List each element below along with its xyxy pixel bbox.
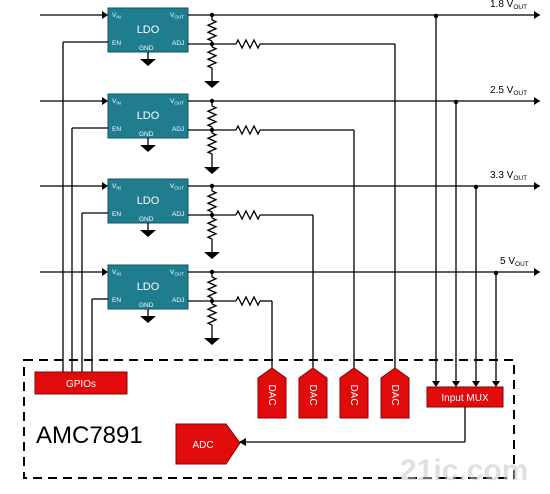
dac-label: DAC bbox=[307, 384, 318, 405]
vout-pin-label: VOUT bbox=[170, 98, 184, 106]
vin-pin-label: VIN bbox=[112, 98, 121, 106]
output-labels: 1.8 VOUT 2.5 VOUT 3.3 VOUT 5 VOUT bbox=[490, 0, 529, 268]
adc-block bbox=[175, 423, 241, 465]
dac-blocks: DAC DAC DAC DAC bbox=[257, 367, 410, 419]
input-mux-label: Input MUX bbox=[441, 393, 489, 404]
ground-symbol bbox=[140, 59, 156, 66]
ground-symbol bbox=[140, 145, 156, 152]
ldo-block bbox=[107, 178, 189, 224]
amc7891-boundary bbox=[23, 359, 515, 479]
dac-block: DAC bbox=[380, 367, 410, 419]
resistor-top bbox=[206, 190, 218, 213]
dac-label: DAC bbox=[389, 384, 400, 405]
ldo-title: LDO bbox=[137, 24, 160, 36]
watermark: 21ic.com bbox=[400, 454, 528, 487]
resistor-dac bbox=[235, 209, 261, 221]
dac-block: DAC bbox=[257, 367, 287, 419]
en-pin-label: EN bbox=[112, 297, 121, 304]
adj-pin-label: ADJ bbox=[172, 297, 184, 304]
ground-symbol bbox=[204, 338, 220, 345]
vin-pin-label: VIN bbox=[112, 269, 121, 277]
resistor-bottom bbox=[206, 217, 218, 240]
ground-symbol bbox=[204, 167, 220, 174]
ldo-block bbox=[107, 93, 189, 139]
gnd-pin-label: GND bbox=[139, 216, 154, 223]
ldo-stage: VIN VOUT LDO EN GND ADJ bbox=[40, 264, 540, 368]
resistor-top bbox=[206, 276, 218, 299]
output-label-2v5: 2.5 VOUT bbox=[490, 85, 527, 97]
resistor-top bbox=[206, 105, 218, 128]
gnd-pin-label: GND bbox=[139, 131, 154, 138]
adj-pin-label: ADJ bbox=[172, 126, 184, 133]
ldo-stage: VIN VOUT LDO EN GND ADJ bbox=[40, 178, 540, 368]
ldo-stage: VIN VOUT LDO EN GND ADJ bbox=[40, 7, 540, 368]
dac-label: DAC bbox=[266, 384, 277, 405]
gpio-wires bbox=[62, 41, 108, 372]
resistor-dac bbox=[235, 38, 261, 50]
ground-symbol bbox=[140, 230, 156, 237]
en-pin-label: EN bbox=[112, 126, 121, 133]
output-label-3v3: 3.3 VOUT bbox=[490, 170, 527, 182]
ldo-block bbox=[107, 264, 189, 310]
adj-pin-label: ADJ bbox=[172, 40, 184, 47]
gpios-label: GPIOs bbox=[66, 379, 96, 390]
dac-block: DAC bbox=[298, 367, 328, 419]
vout-pin-label: VOUT bbox=[170, 183, 184, 191]
ldo-title: LDO bbox=[137, 195, 160, 207]
chip-name: AMC7891 bbox=[36, 422, 143, 449]
output-label-1v8: 1.8 VOUT bbox=[490, 0, 527, 11]
resistor-top bbox=[206, 19, 218, 42]
en-pin-label: EN bbox=[112, 40, 121, 47]
resistor-dac bbox=[235, 124, 261, 136]
mux-to-adc-wire bbox=[239, 407, 466, 446]
resistor-bottom bbox=[206, 46, 218, 69]
output-label-5v: 5 VOUT bbox=[500, 256, 529, 268]
adj-pin-label: ADJ bbox=[172, 211, 184, 218]
resistor-dac bbox=[235, 295, 261, 307]
ground-symbol bbox=[140, 316, 156, 323]
gpios-block bbox=[34, 371, 128, 395]
dac-block: DAC bbox=[339, 367, 369, 419]
gnd-pin-label: GND bbox=[139, 45, 154, 52]
vout-pin-label: VOUT bbox=[170, 269, 184, 277]
mux-input-wires bbox=[432, 13, 500, 387]
adc-label: ADC bbox=[192, 440, 213, 451]
vin-pin-label: VIN bbox=[112, 183, 121, 191]
ground-symbol bbox=[204, 252, 220, 259]
ldo-block bbox=[107, 7, 189, 53]
dac-label: DAC bbox=[348, 384, 359, 405]
vout-pin-label: VOUT bbox=[170, 12, 184, 20]
ground-symbol bbox=[204, 81, 220, 88]
ldo-title: LDO bbox=[137, 281, 160, 293]
ldo-stage: VIN VOUT LDO EN GND ADJ bbox=[40, 93, 540, 368]
gnd-pin-label: GND bbox=[139, 302, 154, 309]
resistor-bottom bbox=[206, 303, 218, 326]
en-pin-label: EN bbox=[112, 211, 121, 218]
ldo-title: LDO bbox=[137, 110, 160, 122]
resistor-bottom bbox=[206, 132, 218, 155]
vin-pin-label: VIN bbox=[112, 12, 121, 20]
